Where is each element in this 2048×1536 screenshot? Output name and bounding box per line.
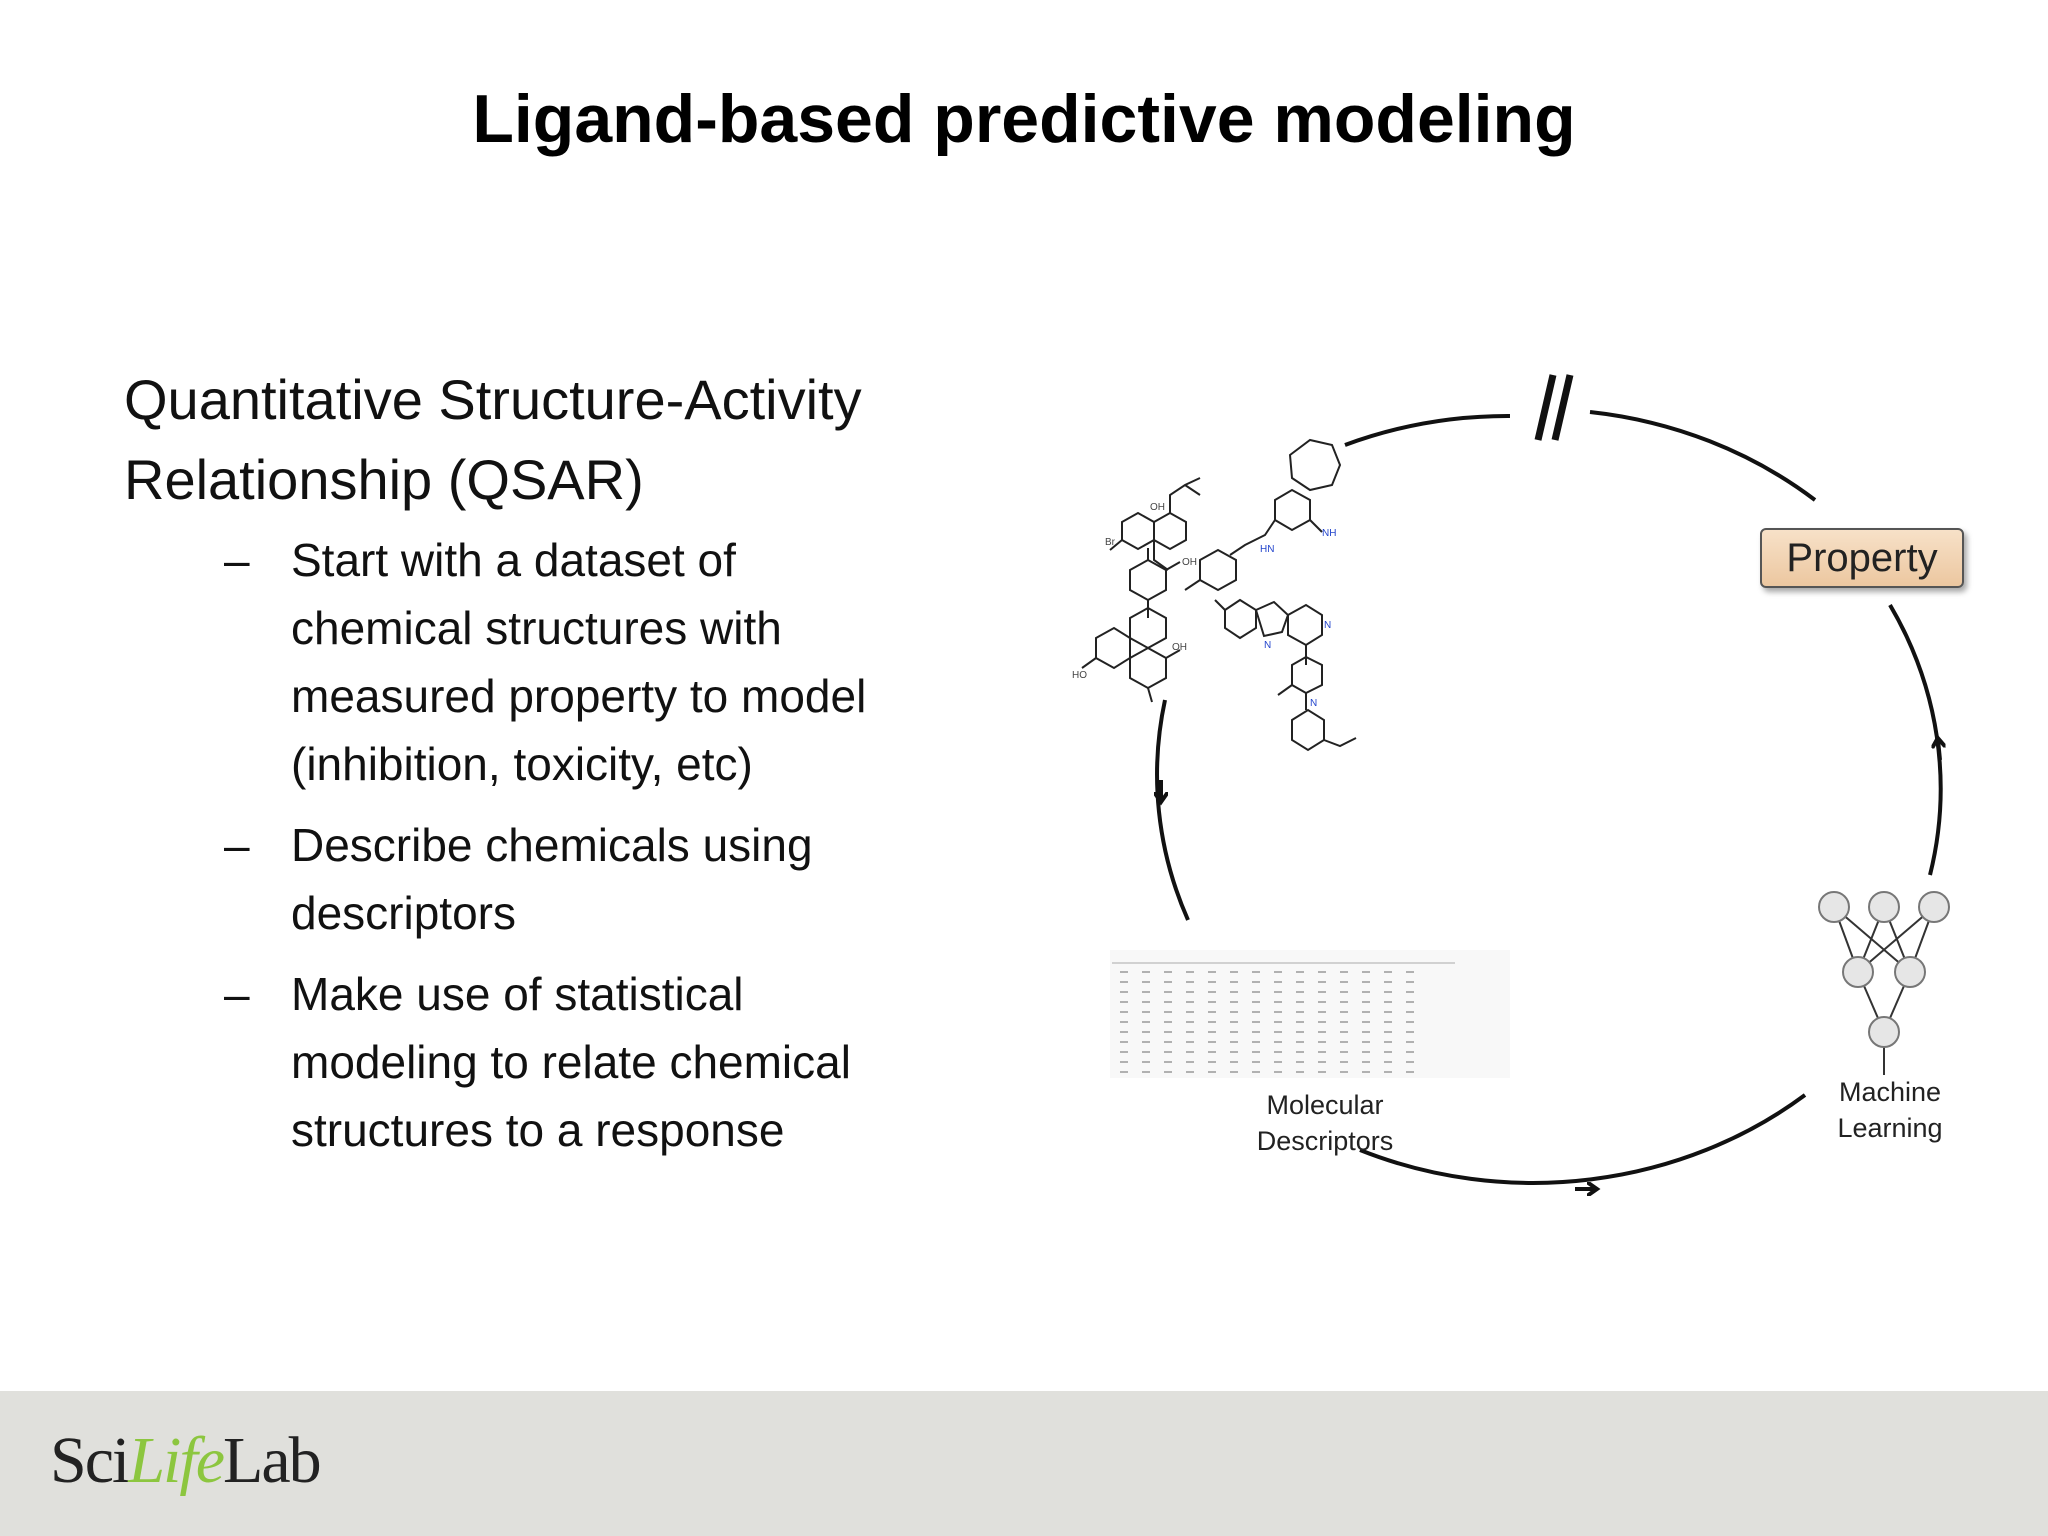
cycle-arc-bottom: [1359, 1093, 1807, 1185]
atom-label: N: [1264, 640, 1271, 651]
logo-part: Sci: [50, 1424, 130, 1497]
slide-title: Ligand-based predictive modeling: [472, 81, 1576, 157]
bullet-line: Describe chemicals using: [291, 819, 813, 871]
ring: [1287, 603, 1323, 647]
bullet-dash: –: [224, 534, 250, 586]
bond: [1309, 519, 1323, 533]
ring: [1224, 598, 1257, 640]
bond: [1184, 484, 1201, 496]
bond: [1153, 540, 1169, 571]
chemical-structures-illustration: [1081, 438, 1357, 752]
ring: [1153, 511, 1187, 551]
ring: [1199, 548, 1237, 592]
ring: [1095, 626, 1131, 670]
bullet-line: structures to a response: [291, 1104, 785, 1156]
table-background: [1110, 950, 1510, 1078]
logo-part: Life: [128, 1424, 225, 1497]
bullet-list: – Start with a dataset of chemical struc…: [124, 526, 1004, 1164]
bullet-line: Start with a dataset of: [291, 534, 736, 586]
cycle-arc-left: [1155, 699, 1190, 921]
break-mark: [1551, 374, 1574, 441]
bond: [1109, 539, 1123, 551]
atom-label: OH: [1172, 642, 1187, 653]
descriptor-table-illustration: [1110, 950, 1510, 1078]
bond: [1229, 519, 1276, 556]
ring: [1129, 558, 1167, 602]
label-line: Molecular: [1266, 1090, 1384, 1120]
bond: [1277, 684, 1293, 696]
cycle-arc-right: [1888, 603, 1943, 876]
bullet-dash: –: [224, 819, 250, 871]
bullet-item: – Describe chemicals using descriptors: [224, 811, 1004, 947]
qsar-cycle-diagram: Br OH OH HO OH HN NH N N N: [1060, 360, 2000, 1400]
bullet-line: descriptors: [291, 887, 516, 939]
network-edge: [1857, 906, 1935, 973]
network-edges: [1833, 906, 1935, 1075]
ring: [1129, 646, 1167, 690]
main-point-line: Quantitative Structure-Activity: [124, 368, 862, 431]
network-node: [1918, 891, 1950, 923]
cycle-arc-top-left: [1344, 413, 1511, 447]
bond: [1323, 737, 1357, 748]
logo-part: Lab: [223, 1424, 322, 1497]
bond: [1214, 599, 1226, 611]
atom-label: OH: [1150, 502, 1165, 513]
molecular-descriptors-label: Molecular Descriptors: [1190, 1087, 1460, 1159]
content-text: Quantitative Structure-Activity Relation…: [124, 360, 1004, 1177]
atom-label: HN: [1260, 544, 1274, 555]
heteroatom-labels: Br OH OH HO OH HN NH N N N: [1072, 502, 1336, 709]
table-rows: [1120, 971, 1420, 1073]
atom-label: N: [1310, 698, 1317, 709]
ring: [1254, 600, 1290, 638]
arrow-up: [1938, 740, 1940, 761]
cycle-svg: Br OH OH HO OH HN NH N N N: [1072, 374, 1950, 1400]
ring: [1288, 438, 1342, 492]
break-mark: [1534, 374, 1557, 441]
property-box: Property: [1760, 528, 1964, 588]
bullet-line: chemical structures with: [291, 602, 782, 654]
network-node: [1842, 956, 1874, 988]
bullet-line: modeling to relate chemical: [291, 1036, 851, 1088]
ring: [1274, 488, 1311, 532]
bond: [1169, 477, 1201, 513]
label-line: Learning: [1837, 1113, 1943, 1143]
bond: [1081, 657, 1097, 669]
machine-learning-label: Machine Learning: [1800, 1074, 1980, 1146]
atom-label: N: [1324, 620, 1331, 631]
network-nodes: [1818, 891, 1950, 1048]
label-line: Descriptors: [1256, 1126, 1394, 1156]
label-line: Machine: [1838, 1077, 1942, 1107]
atom-label: Br: [1105, 537, 1116, 548]
footer-bar: SciLifeLab: [0, 1391, 2048, 1536]
bullet-dash: –: [224, 968, 250, 1020]
bullet-line: (inhibition, toxicity, etc): [291, 738, 753, 790]
ring: [1291, 708, 1325, 752]
atom-label: HO: [1072, 670, 1087, 681]
bullet-line: measured property to model: [291, 670, 867, 722]
bond: [1184, 579, 1201, 591]
atom-label: OH: [1182, 557, 1197, 568]
bond: [1165, 649, 1181, 659]
network-node: [1868, 1016, 1900, 1048]
network-node: [1894, 956, 1926, 988]
neural-network-icon: [1818, 891, 1950, 1075]
atom-label: NH: [1322, 528, 1336, 539]
ring: [1121, 511, 1155, 551]
bullet-line: Make use of statistical: [291, 968, 744, 1020]
network-node: [1868, 891, 1900, 923]
main-point-line: Relationship (QSAR): [124, 448, 644, 511]
cycle-arc-top-right: [1589, 410, 1817, 502]
bond: [1165, 561, 1181, 571]
bullet-item: – Start with a dataset of chemical struc…: [224, 526, 1004, 798]
main-point: Quantitative Structure-Activity Relation…: [124, 360, 1004, 520]
network-node: [1818, 891, 1850, 923]
bond: [1147, 687, 1153, 703]
scilifelab-logo: SciLifeLab: [50, 1423, 322, 1499]
bullet-item: – Make use of statistical modeling to re…: [224, 960, 1004, 1164]
